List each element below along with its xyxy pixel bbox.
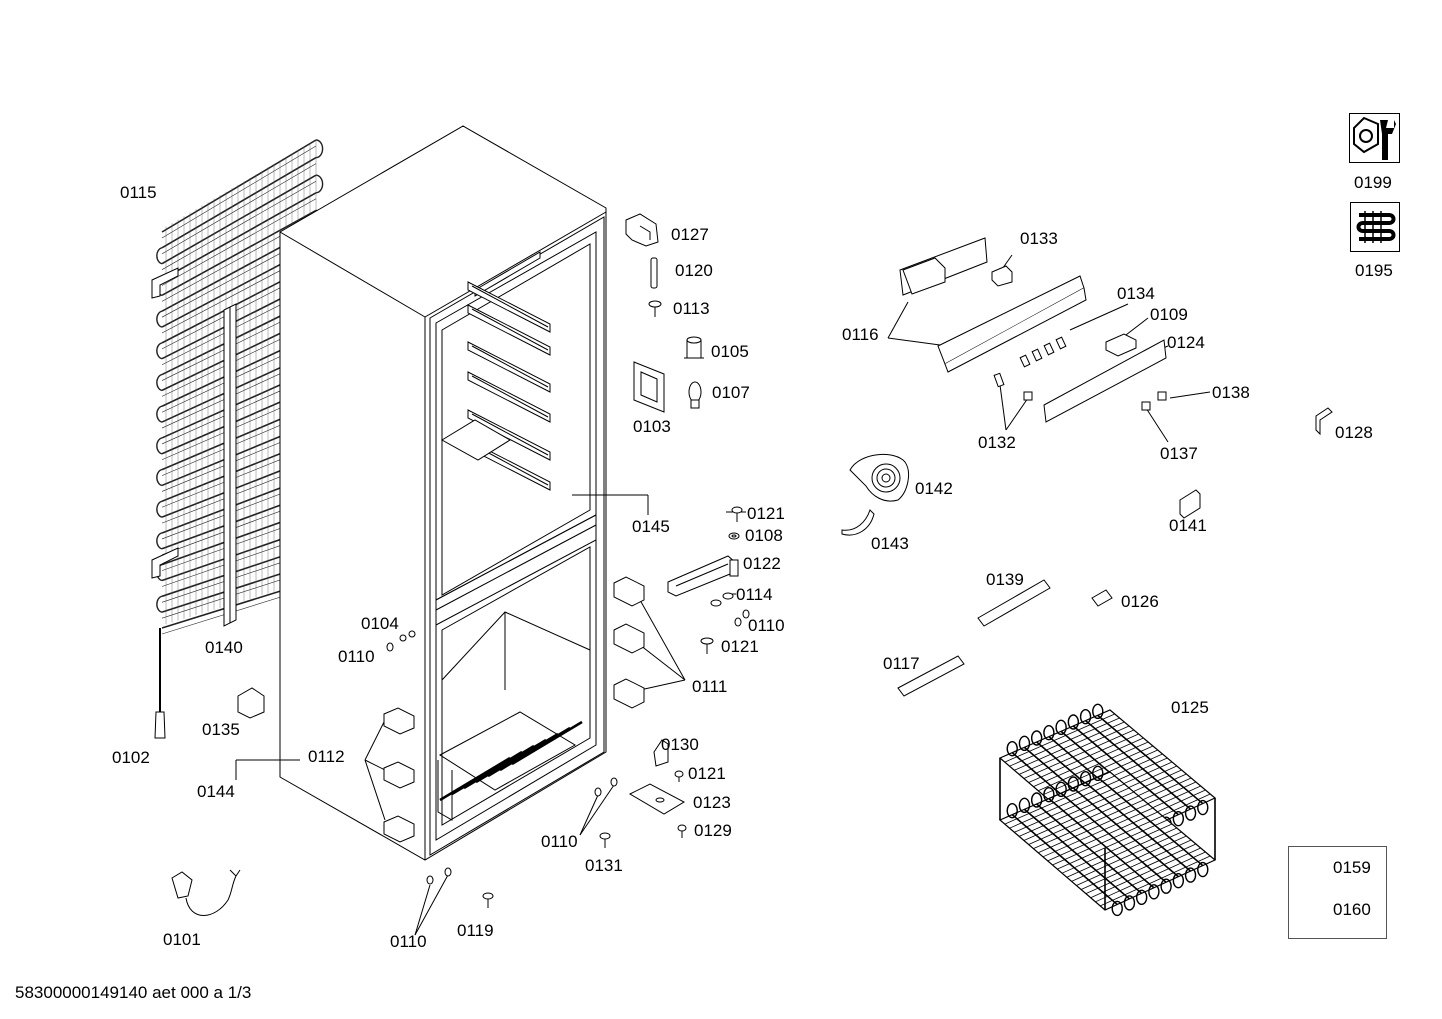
fridge-cabinet bbox=[280, 126, 606, 860]
connector-block bbox=[238, 688, 264, 718]
coil-heater-icon bbox=[1350, 202, 1400, 252]
part-label: 0137 bbox=[1160, 444, 1198, 463]
shelf-support-clips bbox=[384, 708, 414, 842]
bottom-tray bbox=[438, 712, 582, 820]
part-label: 0131 bbox=[585, 856, 623, 875]
part-label: 0138 bbox=[1212, 383, 1250, 402]
switch-part bbox=[992, 266, 1012, 286]
service-icon-label: 0195 bbox=[1355, 261, 1393, 280]
fan-housing bbox=[850, 454, 909, 501]
lamp-socket-part bbox=[684, 337, 704, 358]
part-label: 0105 bbox=[711, 342, 749, 361]
door-stop-blocks bbox=[614, 577, 644, 708]
thermostat-housing bbox=[900, 238, 1086, 372]
part-label: 0120 bbox=[675, 261, 713, 280]
part-label: 0113 bbox=[673, 299, 710, 318]
nut-wrench-icon bbox=[1349, 113, 1400, 163]
part-label: 0126 bbox=[1121, 592, 1159, 611]
part-label: 0116 bbox=[842, 325, 879, 344]
part-label: 0121 bbox=[747, 504, 785, 523]
part-label: 0132 bbox=[978, 433, 1016, 452]
part-label: 0115 bbox=[120, 183, 157, 202]
part-label: 0107 bbox=[712, 383, 750, 402]
legend-label: 0159 bbox=[1333, 858, 1371, 877]
power-cord bbox=[172, 870, 240, 916]
part-label: 0143 bbox=[871, 534, 909, 553]
part-label: 0123 bbox=[693, 793, 731, 812]
part-label: 0135 bbox=[202, 720, 240, 739]
part-label: 0119 bbox=[457, 921, 494, 940]
part-label: 0109 bbox=[1150, 305, 1188, 324]
part-label: 0103 bbox=[633, 417, 671, 436]
service-icon-label: 0199 bbox=[1354, 173, 1392, 192]
legend-label: 0160 bbox=[1333, 900, 1371, 919]
drain-plug bbox=[1092, 590, 1112, 606]
bottom-hinge-parts bbox=[630, 740, 684, 814]
document-id: 58300000149140 aet 000 a 1/3 bbox=[15, 983, 252, 1002]
part-label: 0125 bbox=[1171, 698, 1209, 717]
button-strip bbox=[1020, 337, 1066, 367]
seal-strip bbox=[898, 656, 964, 696]
part-label: 0110 bbox=[390, 932, 427, 951]
legend-box bbox=[1288, 846, 1387, 939]
part-label: 0130 bbox=[661, 735, 699, 754]
part-label: 0140 bbox=[205, 638, 243, 657]
part-label: 0141 bbox=[1169, 516, 1207, 535]
control-module bbox=[1106, 334, 1136, 356]
part-label: 0104 bbox=[361, 614, 399, 633]
condenser-pipe bbox=[155, 628, 165, 738]
fan-shroud bbox=[842, 510, 874, 535]
condenser-brackets bbox=[152, 268, 178, 578]
evaporator-coil bbox=[1000, 704, 1215, 915]
part-label: 0102 bbox=[112, 748, 150, 767]
hinge-pin-part bbox=[651, 258, 657, 288]
control-panel-cover bbox=[1044, 340, 1166, 422]
hinge-cover-part bbox=[626, 214, 658, 246]
part-label: 0108 bbox=[745, 526, 783, 545]
cover-clip bbox=[1180, 490, 1200, 518]
cabinet-shelves bbox=[442, 282, 550, 490]
part-label: 0145 bbox=[632, 517, 670, 536]
screw-part bbox=[649, 301, 661, 317]
part-label: 0144 bbox=[197, 782, 235, 801]
part-label: 0121 bbox=[688, 764, 726, 783]
part-label: 0110 bbox=[541, 832, 578, 851]
lamp-cover-part bbox=[634, 362, 664, 412]
small-fasteners bbox=[387, 507, 749, 908]
part-label: 0101 bbox=[163, 930, 201, 949]
part-label: 0124 bbox=[1167, 333, 1205, 352]
part-label: 0128 bbox=[1335, 423, 1373, 442]
part-label: 0139 bbox=[986, 570, 1024, 589]
condenser-support-rail bbox=[224, 304, 236, 626]
clip-part bbox=[1316, 408, 1332, 434]
part-label: 0117 bbox=[883, 654, 920, 673]
part-label: 0122 bbox=[743, 554, 781, 573]
part-label: 0134 bbox=[1117, 284, 1155, 303]
part-label: 0133 bbox=[1020, 229, 1058, 248]
part-label: 0110 bbox=[338, 647, 375, 666]
hinge-plate-part bbox=[668, 556, 738, 596]
part-label: 0127 bbox=[671, 225, 709, 244]
insulation-tube bbox=[978, 580, 1050, 626]
part-label: 0112 bbox=[308, 747, 345, 766]
part-label: 0121 bbox=[721, 637, 759, 656]
part-label: 0114 bbox=[736, 585, 773, 604]
part-label: 0129 bbox=[694, 821, 732, 840]
knob-parts bbox=[994, 373, 1166, 410]
part-label: 0110 bbox=[748, 616, 785, 635]
lamp-bulb-part bbox=[689, 382, 701, 408]
part-label: 0111 bbox=[692, 677, 728, 696]
part-label: 0142 bbox=[915, 479, 953, 498]
